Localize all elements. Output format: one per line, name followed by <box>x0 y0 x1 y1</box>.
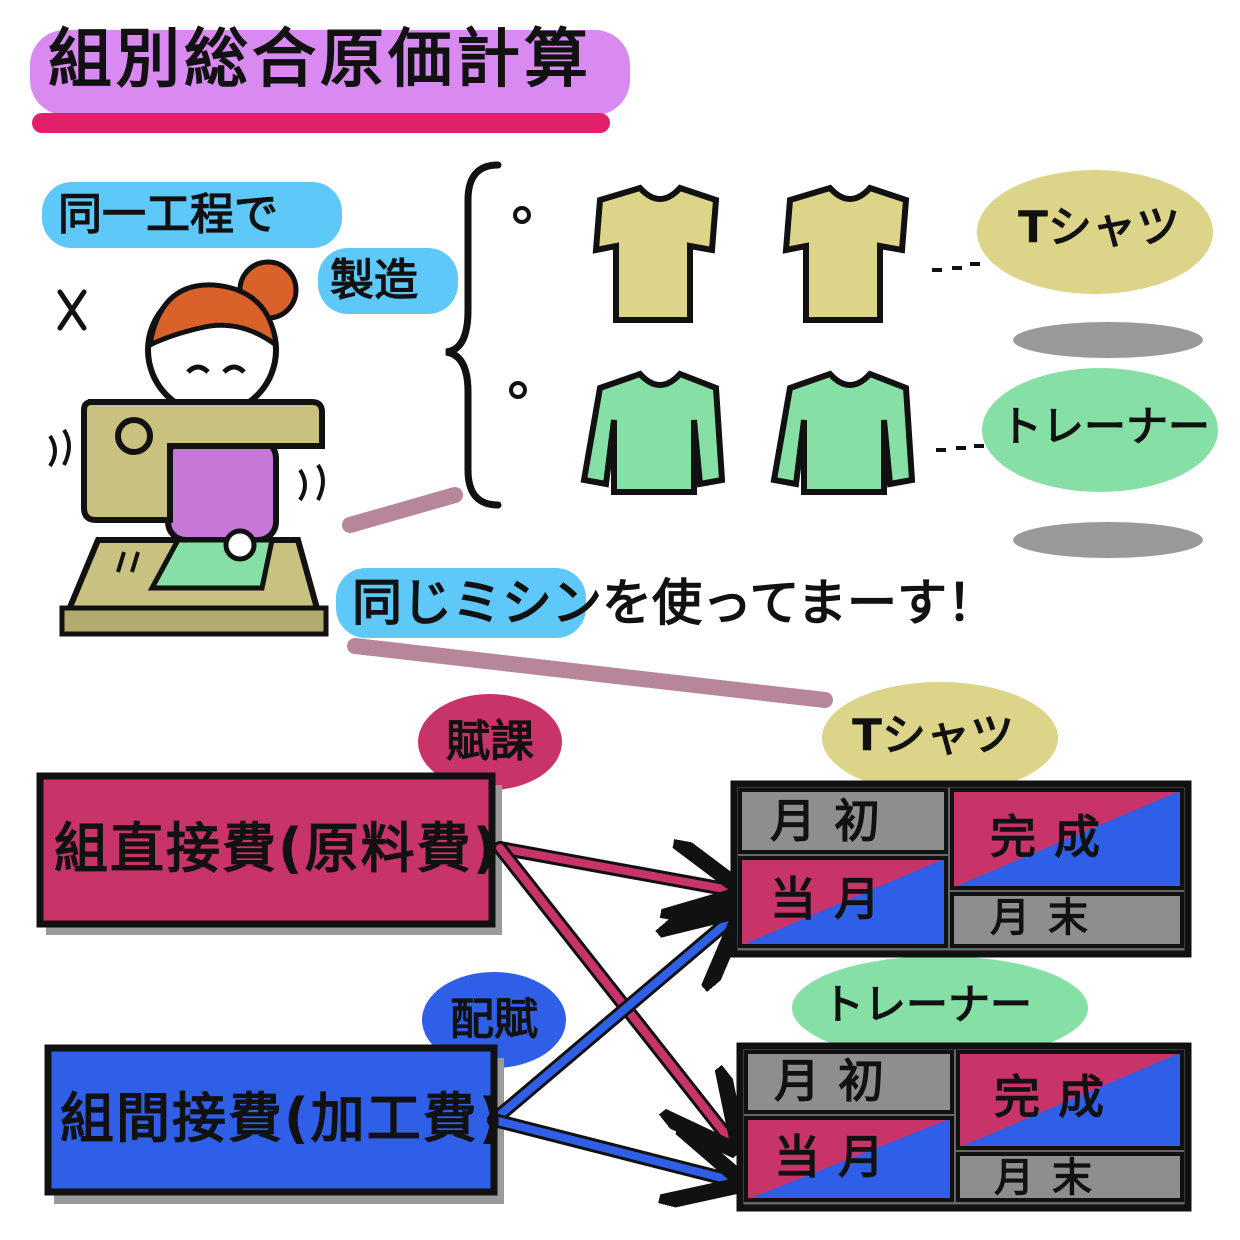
bullet-trainer <box>509 381 527 399</box>
tshirt-ledger-oval <box>822 682 1058 794</box>
tshirt-completed: 完成 <box>990 810 1118 864</box>
sparkle-mark <box>57 289 87 331</box>
process-note-line2: 製造 <box>330 255 418 306</box>
leader-dots-trainer <box>936 444 984 452</box>
charge-badge-label: 賦課 <box>446 716 534 767</box>
allocate-badge <box>422 972 566 1068</box>
trainer-ledger-title: トレーナー <box>822 980 1033 1029</box>
trainer-icon <box>770 370 916 495</box>
brace <box>445 161 502 509</box>
tshirt-oval-shadow <box>1013 322 1203 358</box>
trainer-ledger-oval <box>792 956 1088 1060</box>
direct-cost-box <box>36 772 496 928</box>
title-highlight <box>30 30 630 115</box>
tshirt-ledger <box>730 780 1192 958</box>
trainer-oval-shadow <box>1013 522 1203 558</box>
trainer-ending: 月末 <box>994 1155 1110 1201</box>
tshirt-icon <box>782 184 910 323</box>
process-note-line1: 同一工程で <box>58 189 278 240</box>
tshirt-ending: 月末 <box>990 895 1106 941</box>
trainer-current: 当月 <box>774 1130 902 1184</box>
tshirt-opening: 月初 <box>770 794 898 848</box>
process-note-highlight-2 <box>318 248 458 314</box>
trainer-oval <box>982 368 1218 492</box>
indirect-cost-label: 組間接費(加工費) <box>60 1087 506 1150</box>
trainer-label: トレーナー <box>1000 402 1211 451</box>
trainer-icon <box>580 370 726 495</box>
process-note-highlight-1 <box>42 182 342 248</box>
trainer-ledger <box>736 1042 1192 1212</box>
tshirt-oval <box>977 170 1213 294</box>
connector-line <box>347 638 833 708</box>
charge-badge <box>418 694 562 790</box>
seamstress-illustration <box>48 259 329 637</box>
trainer-completed: 完成 <box>994 1070 1122 1124</box>
allocate-badge-label: 配賦 <box>450 994 538 1045</box>
tshirt-ledger-title: Tシャツ <box>852 710 1015 761</box>
tshirt-label: Tシャツ <box>1018 202 1181 253</box>
machine-note-highlight <box>336 568 586 638</box>
trainer-opening: 月初 <box>774 1054 902 1108</box>
indirect-cost-box <box>44 1044 498 1196</box>
title-underline <box>32 113 610 133</box>
direct-cost-label: 組直接費(原料費) <box>54 817 500 880</box>
tshirt-current: 当月 <box>770 872 898 926</box>
tshirt-icon <box>592 184 720 323</box>
connector-line <box>342 487 463 533</box>
machine-note: 同じミシンを使ってまーす！ <box>352 574 997 632</box>
leader-dots-tshirt <box>932 262 980 272</box>
page-title: 組別総合原価計算 <box>48 23 592 97</box>
bullet-tshirt <box>513 206 531 224</box>
